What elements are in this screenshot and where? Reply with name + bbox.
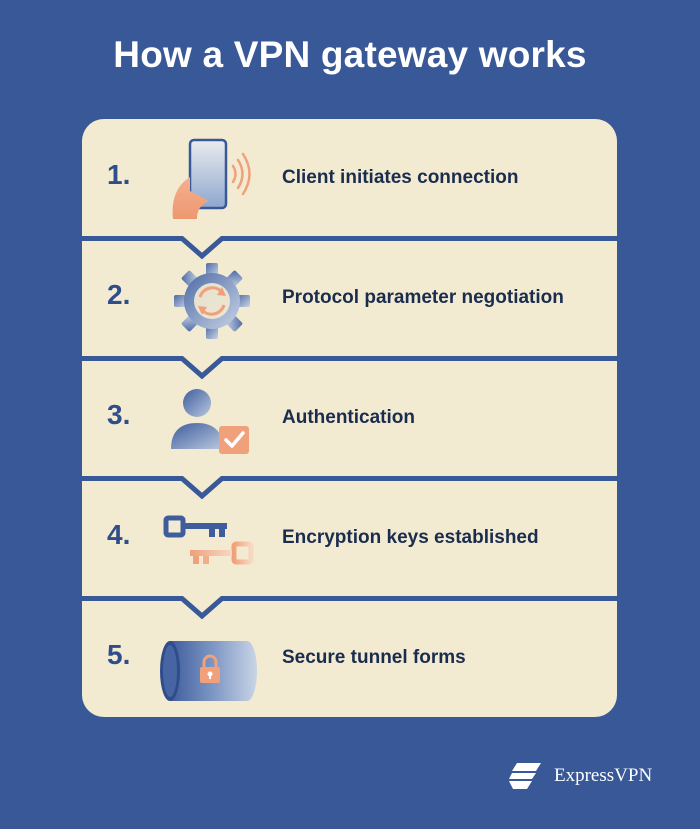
phone-hand-icon [172, 138, 251, 219]
step-label: Encryption keys established [282, 527, 539, 548]
tunnel-lock-icon [160, 641, 257, 701]
expressvpn-logo-icon [509, 763, 541, 789]
user-check-icon [171, 389, 249, 454]
page-title: How a VPN gateway works [113, 34, 587, 75]
step-number: 2. [107, 279, 131, 310]
step-number: 3. [107, 399, 131, 430]
step-label: Secure tunnel forms [282, 647, 466, 668]
step-3: 3. Authentication [82, 359, 617, 479]
step-4: 4. Encryption keys established [82, 479, 617, 599]
step-5: 5. Secure tunnel forms [82, 599, 617, 717]
step-number: 5. [107, 639, 131, 670]
step-2: 2. [82, 239, 617, 359]
step-separators [82, 236, 617, 620]
brand-name: ExpressVPN [554, 765, 653, 786]
step-label: Client initiates connection [282, 167, 519, 188]
step-1: 1. Client initiates connection [82, 119, 617, 239]
step-number: 1. [107, 159, 131, 190]
brand-logo: ExpressVPN [508, 760, 652, 792]
step-number: 4. [107, 519, 131, 550]
keys-icon [163, 515, 254, 565]
steps-card: 1. Client initiates connection 2. [82, 119, 617, 717]
gear-icon [174, 263, 250, 339]
step-label: Authentication [282, 407, 415, 428]
step-label: Protocol parameter negotiation [282, 287, 564, 308]
